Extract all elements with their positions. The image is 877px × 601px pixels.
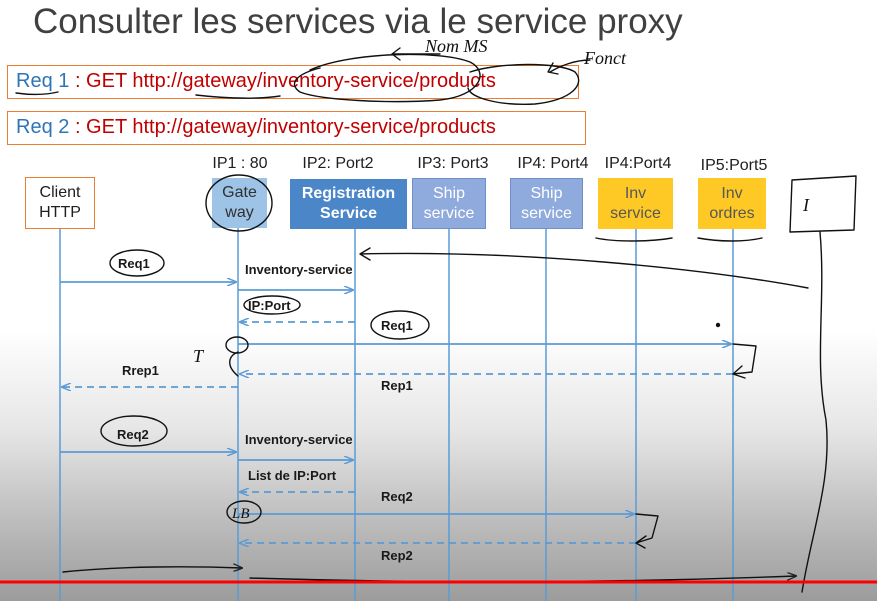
circle-inventory-service <box>293 53 481 103</box>
circle-ip-port <box>243 295 301 315</box>
ship-2-label-line1: Ship <box>530 184 563 202</box>
request-2-box: Req 2 : GET http://gateway/inventory-ser… <box>7 111 586 145</box>
msg-rep1: Rep1 <box>381 378 413 393</box>
handwritten-fonct: Fonct <box>583 48 627 68</box>
msg-rrep1: Rrep1 <box>122 363 159 378</box>
msg-req2-client: Req2 <box>117 427 149 442</box>
client-label-line2: HTTP <box>39 204 81 221</box>
ship-service-1-address: IP3: Port3 <box>417 155 489 172</box>
msg-req1-client: Req1 <box>118 256 150 271</box>
dot-mark <box>715 322 721 328</box>
msg-ip-port: IP:Port <box>248 298 291 313</box>
handwritten-t-mark: T <box>193 346 205 366</box>
inv-service-label-line2: service <box>610 204 661 222</box>
msg-rep2: Rep2 <box>381 548 413 563</box>
registration-label-line2: Service <box>320 205 377 222</box>
arrow-fonct <box>547 59 591 75</box>
request-1-label: Req 1 <box>16 70 70 92</box>
circle-lb <box>226 500 262 524</box>
msg-inventory-service-2: Inventory-service <box>245 432 353 447</box>
arrow-nom-ms <box>391 47 441 61</box>
circle-req2-label <box>100 415 168 447</box>
gateway-address: IP1 : 80 <box>212 155 268 172</box>
inv-service-address: IP4:Port4 <box>604 155 672 172</box>
participant-inv-ordres: Inv ordres <box>698 178 766 229</box>
participant-registration-service: Registration Service <box>290 179 407 229</box>
request-2-label: Req 2 <box>16 116 70 138</box>
participant-client-http: Client HTTP <box>25 177 95 229</box>
circle-req1-inv-label <box>370 310 430 340</box>
page-title: Consulter les services via le service pr… <box>33 2 683 41</box>
circle-products <box>467 63 580 106</box>
msg-list-ip-port: List de IP:Port <box>248 468 337 483</box>
inv-service-label-line1: Inv <box>624 184 647 202</box>
request-1-url: : GET http://gateway/inventory-service/p… <box>74 70 496 92</box>
circle-gateway-box <box>205 174 273 232</box>
msg-req2-inv: Req2 <box>381 489 413 504</box>
handwritten-lb-mark: LB <box>231 506 250 522</box>
ship-1-label-line1: Ship <box>432 184 466 202</box>
msg-inventory-service-1: Inventory-service <box>245 262 353 277</box>
registration-label-line1: Registration <box>301 185 396 202</box>
inv-ordres-label-line2: ordres <box>709 204 755 222</box>
request-2-url: : GET http://gateway/inventory-service/p… <box>74 116 496 138</box>
participant-ship-service-2: Ship service <box>510 178 583 229</box>
ship-service-2-address: IP4: Port4 <box>517 155 589 172</box>
participant-ship-service-1: Ship service <box>412 178 486 229</box>
registration-address: IP2: Port2 <box>302 155 374 172</box>
handwritten-interface: I <box>802 195 810 215</box>
request-1-box: Req 1 : GET http://gateway/inventory-ser… <box>7 65 579 99</box>
handwritten-nom-ms: Nom MS <box>424 36 488 56</box>
arrow-to-interface <box>359 247 809 289</box>
bracket-rep1 <box>732 343 757 379</box>
msg-req1-inv: Req1 <box>381 318 413 333</box>
circle-t-point <box>225 336 249 354</box>
bracket-rep2 <box>635 513 659 549</box>
underline-inv-service <box>595 237 673 242</box>
underline-req-label <box>15 91 59 96</box>
arrow-bottom-left <box>62 567 242 573</box>
bracket-t <box>229 351 239 377</box>
inv-ordres-address: IP5:Port5 <box>700 157 768 174</box>
ship-2-label-line2: service <box>521 204 572 222</box>
inv-ordres-label-line1: Inv <box>721 184 743 202</box>
client-label-line1: Client <box>39 184 81 201</box>
underline-gateway <box>195 94 281 99</box>
interface-line <box>801 231 828 593</box>
participant-inv-service: Inv service <box>598 178 673 229</box>
circle-req1-label <box>109 249 165 277</box>
ship-1-label-line2: service <box>423 204 475 222</box>
participant-gateway: Gate way <box>212 178 267 228</box>
underline-inv-ordres <box>697 237 763 242</box>
gateway-label-line1: Gate <box>222 184 257 201</box>
gateway-label-line2: way <box>225 204 254 221</box>
interface-box <box>789 175 857 233</box>
